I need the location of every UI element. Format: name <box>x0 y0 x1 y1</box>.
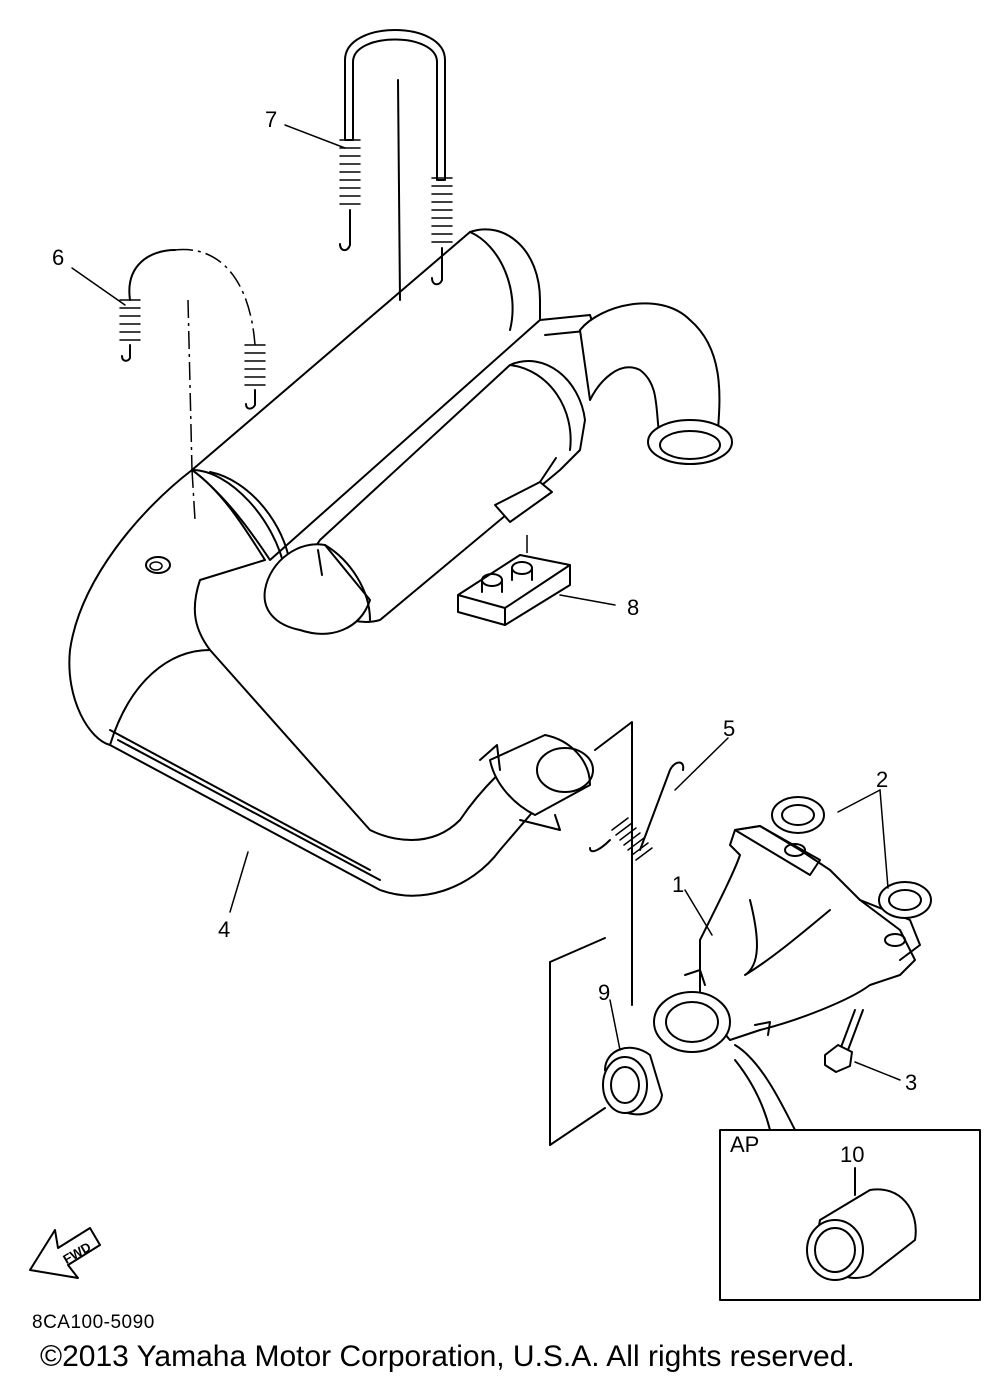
copyright-notice: ©2013 Yamaha Motor Corporation, U.S.A. A… <box>40 1340 855 1373</box>
callout-2: 2 <box>876 767 888 792</box>
callout-3: 3 <box>905 1070 917 1095</box>
mount-damper <box>457 554 571 626</box>
leader-lines <box>71 124 901 1081</box>
exhaust-pipe <box>68 469 594 897</box>
gaskets <box>771 796 932 919</box>
callouts: 1 2 3 4 5 6 7 8 9 10 <box>52 107 917 1167</box>
callout-5: 5 <box>723 716 735 741</box>
bolt-3 <box>824 1009 864 1073</box>
callout-9: 9 <box>598 980 610 1005</box>
callout-8: 8 <box>627 595 639 620</box>
spring-7 <box>339 29 453 301</box>
callout-6: 6 <box>52 245 64 270</box>
inset-ap-box: AP <box>719 1044 981 1301</box>
inset-label: AP <box>730 1132 759 1157</box>
diagram-code: 8CA100-5090 <box>32 1312 155 1333</box>
callout-1: 1 <box>672 872 684 897</box>
spring-5 <box>589 761 685 861</box>
front-silencer <box>263 360 586 635</box>
callout-7: 7 <box>265 107 277 132</box>
outlet-pipe <box>579 302 733 465</box>
joint-ring <box>602 1046 663 1116</box>
assembly-lines <box>526 535 633 1146</box>
exhaust-manifold <box>653 825 921 1053</box>
fwd-arrow-icon: FWD <box>29 1227 101 1279</box>
callout-10: 10 <box>840 1142 864 1167</box>
callout-4: 4 <box>218 917 230 942</box>
spring-6 <box>119 248 266 521</box>
